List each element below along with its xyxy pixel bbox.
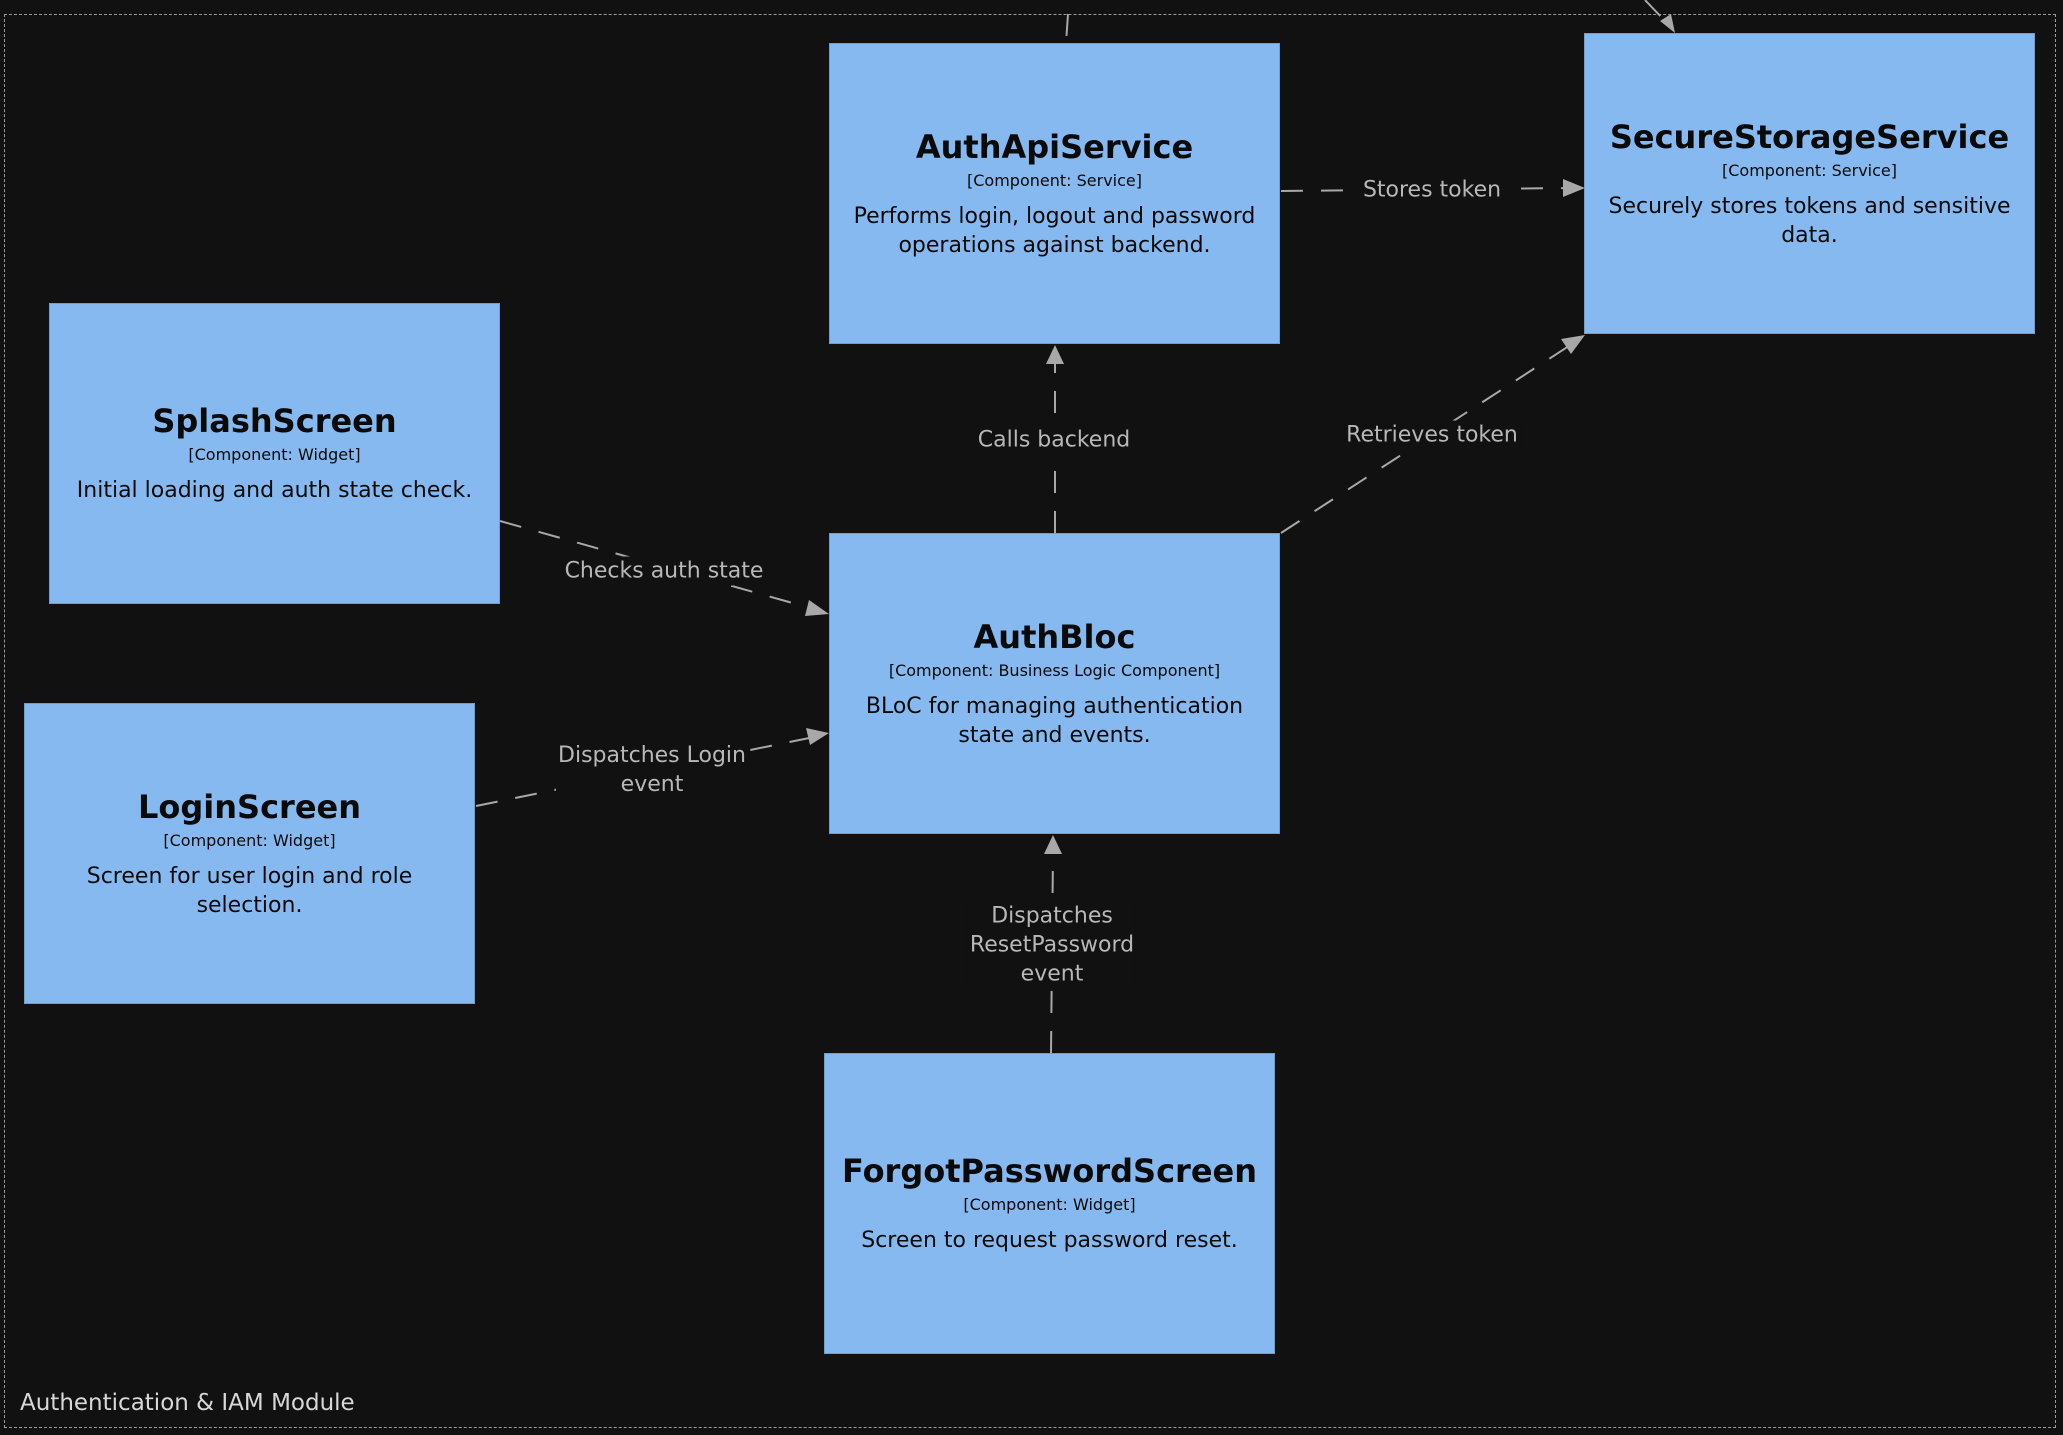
edge-stores-token [1280, 187, 1571, 192]
node-type: [Component: Widget] [963, 1195, 1136, 1214]
node-type: [Component: Business Logic Component] [888, 660, 1221, 680]
node-title: AuthApiService [915, 127, 1194, 166]
node-description: Performs login, logout and password oper… [853, 203, 1256, 258]
arrow-dispatches-reset [1044, 835, 1062, 854]
node-forgot-password-screen[interactable]: ForgotPasswordScreen [Component: Widget]… [824, 1053, 1275, 1354]
module-boundary [4, 14, 2056, 1428]
node-splash-screen[interactable]: SplashScreen [Component: Widget] Initial… [49, 303, 500, 604]
edge-incoming-secure-storage [1644, 0, 1669, 25]
edge-label-calls-backend: Calls backend [975, 425, 1133, 455]
node-login-screen[interactable]: LoginScreen [Component: Widget] Screen f… [24, 703, 475, 1004]
node-description: Screen to request password reset. [861, 1228, 1238, 1253]
node-type: [Component: Widget] [163, 830, 336, 850]
arrow-checks-auth [805, 600, 829, 616]
node-auth-bloc[interactable]: AuthBloc [Component: Business Logic Comp… [829, 533, 1280, 834]
node-description: Screen for user login and role selection… [86, 863, 413, 918]
node-type: [Component: Service] [967, 170, 1142, 190]
edge-incoming-auth-api [1065, 13, 1069, 44]
edge-label-retrieves-token: Retrieves token [1344, 420, 1520, 450]
node-description: Securely stores tokens and sensitive dat… [1608, 193, 2011, 248]
node-auth-api-service[interactable]: AuthApiService [Component: Service] Perf… [829, 43, 1280, 344]
arrow-incoming-secure-storage [1660, 14, 1675, 33]
node-title: SecureStorageService [1609, 117, 2010, 156]
arrow-dispatches-login [806, 728, 829, 745]
arrow-retrieves-token [1561, 335, 1585, 354]
node-secure-storage-service[interactable]: SecureStorageService [Component: Service… [1584, 33, 2035, 334]
edge-label-dispatches-login: Dispatches Login event [556, 741, 748, 799]
edge-label-checks-auth: Checks auth state [562, 556, 766, 586]
arrow-calls-backend [1046, 345, 1064, 364]
edge-label-dispatches-reset: Dispatches ResetPassword event [967, 901, 1137, 989]
node-title: AuthBloc [973, 617, 1136, 656]
node-type: [Component: Widget] [188, 445, 361, 464]
arrow-stores-token [1563, 179, 1585, 197]
node-description: BLoC for managing authentication state a… [865, 693, 1244, 748]
node-title: SplashScreen [152, 402, 397, 440]
node-title: LoginScreen [137, 787, 361, 826]
module-boundary-label: Authentication & IAM Module [20, 1390, 355, 1416]
node-type: [Component: Service] [1722, 160, 1897, 180]
edge-label-stores-token: Stores token [1360, 175, 1504, 205]
node-description: Initial loading and auth state check. [76, 478, 473, 503]
node-title: ForgotPasswordScreen [842, 1152, 1258, 1190]
